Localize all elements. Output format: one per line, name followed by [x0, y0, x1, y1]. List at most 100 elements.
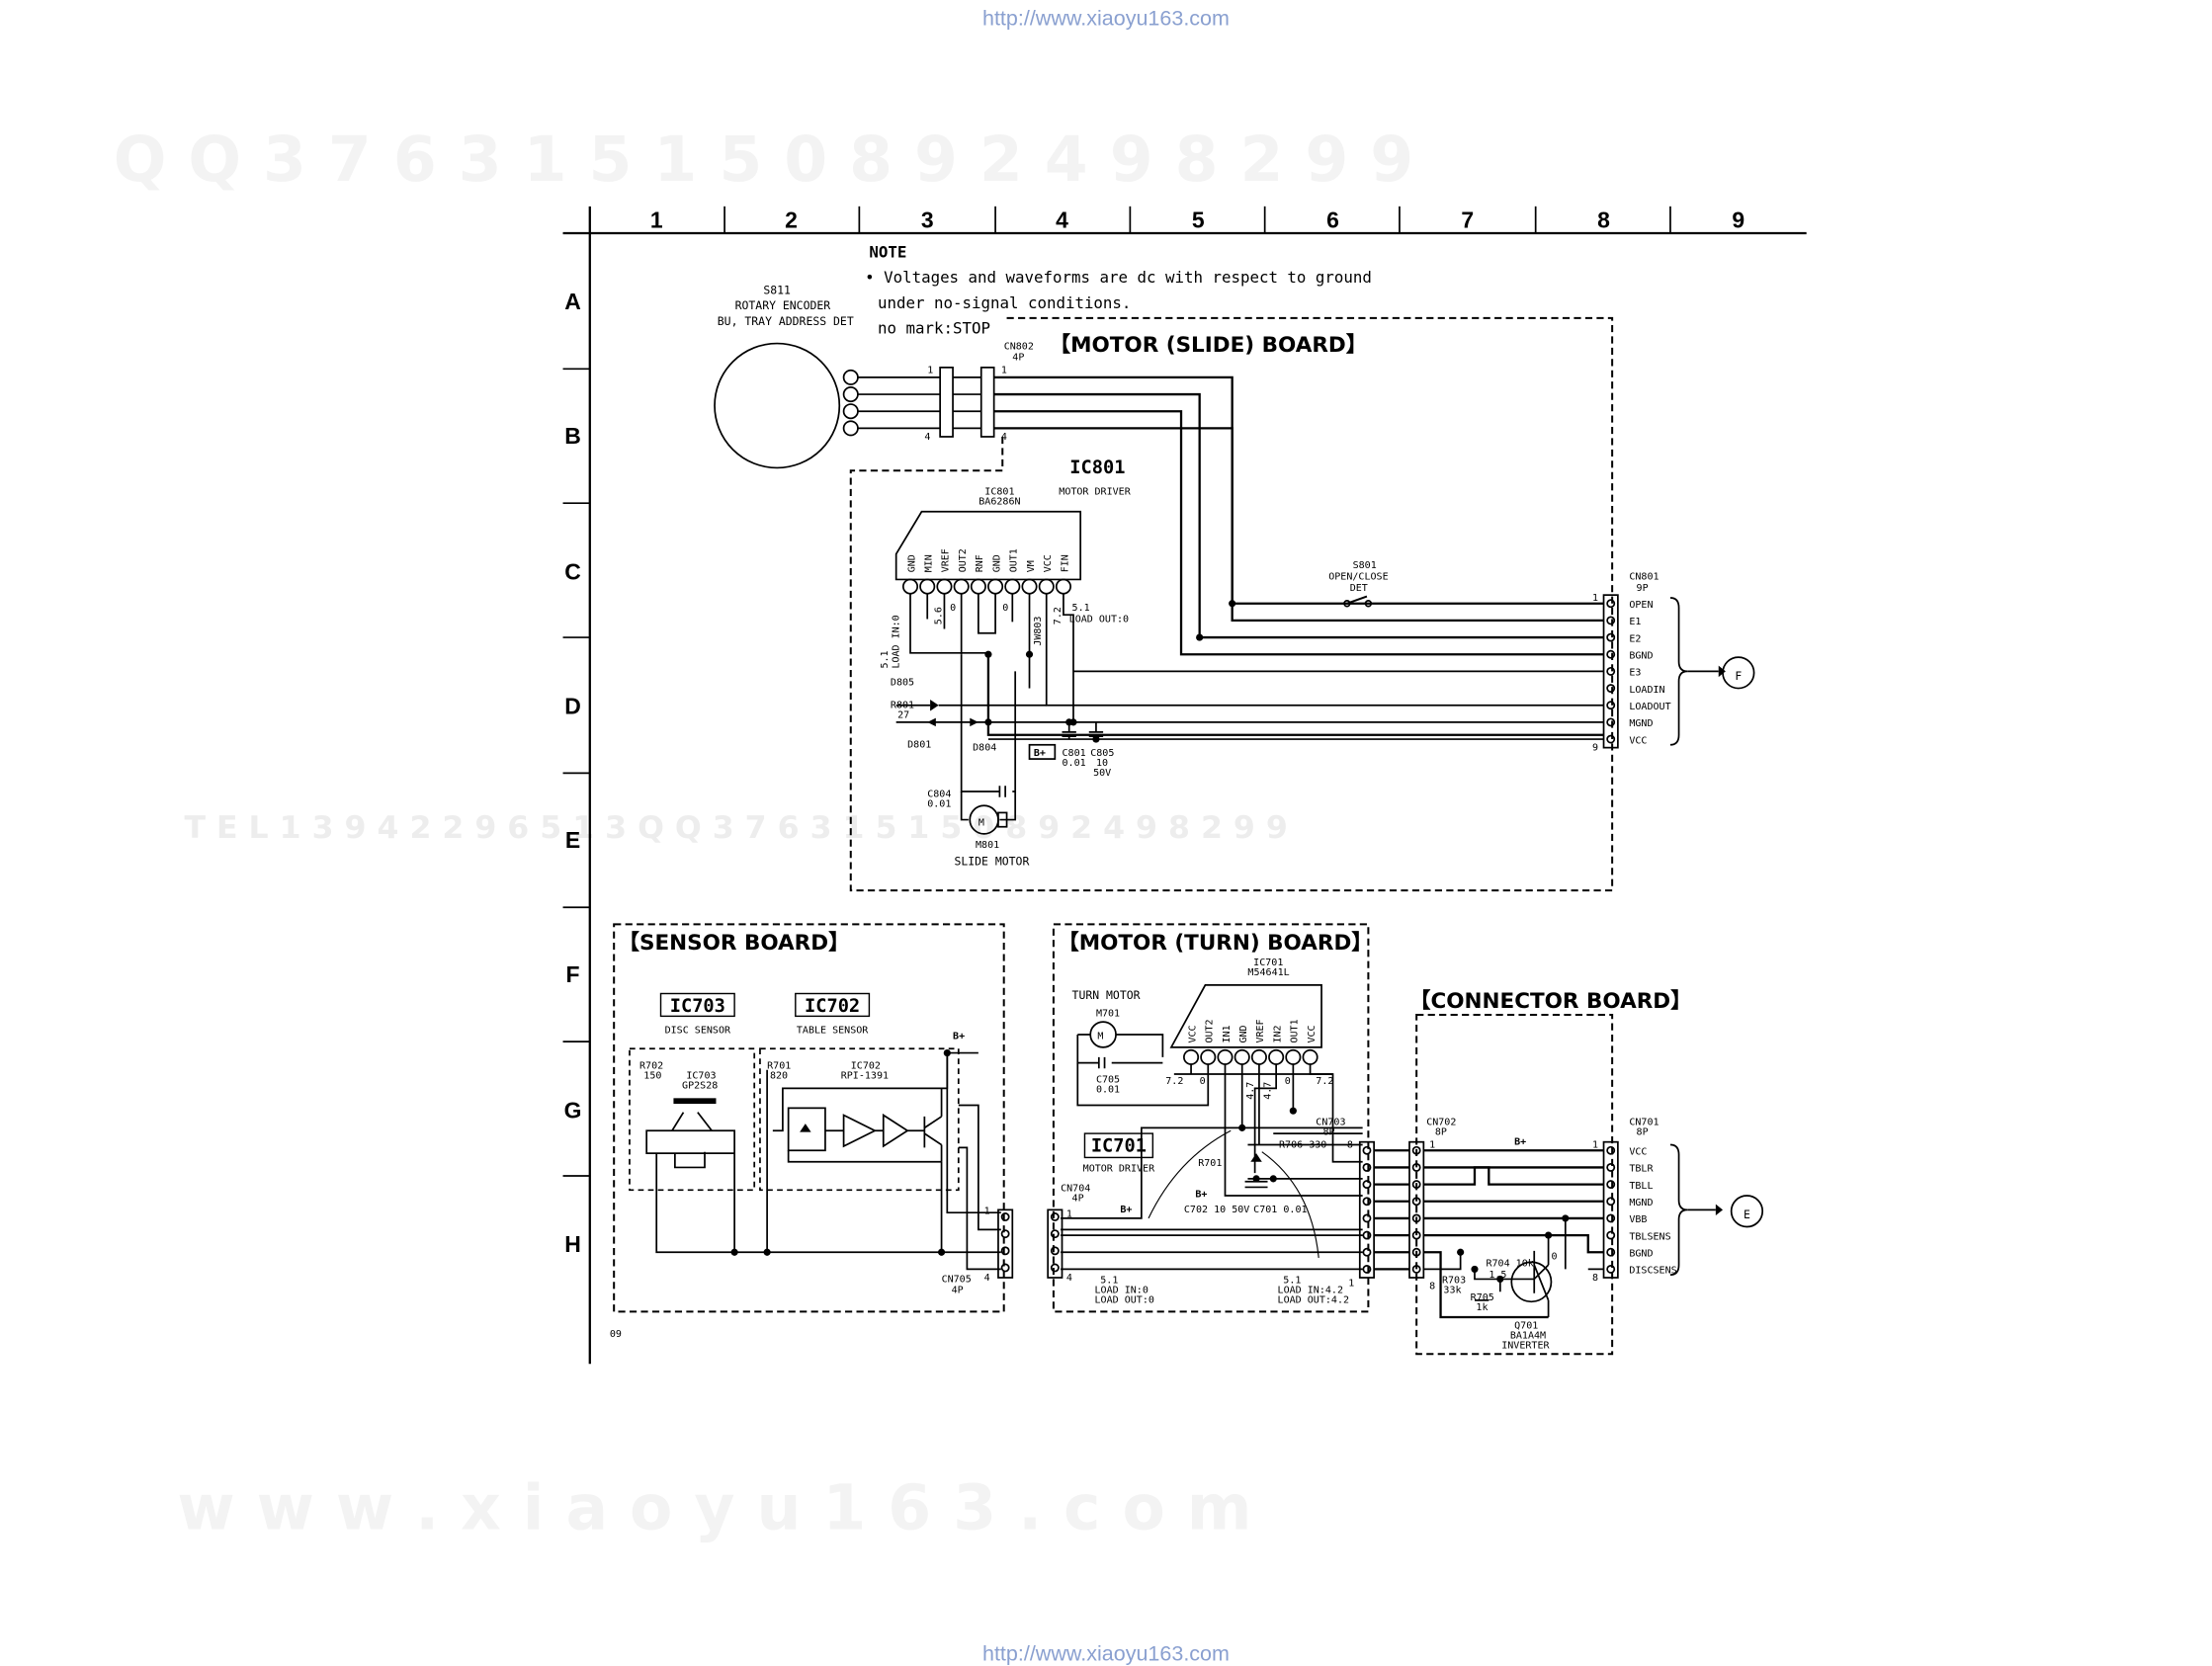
turn-motor-title: TURN MOTOR [1072, 988, 1141, 1002]
note-line-1: • Voltages and waveforms are dc with res… [865, 268, 1372, 287]
cn801-sig-e2: E2 [1629, 633, 1641, 644]
turn-load1-v: 5.1 [1100, 1276, 1118, 1287]
cn802-pin4-left: 4 [924, 432, 930, 443]
s801-ref: S801 [1353, 560, 1377, 571]
ic702-desc: TABLE SENSOR [797, 1026, 869, 1037]
cn702-pins: 8P [1435, 1127, 1447, 1138]
grid-col-6: 6 [1326, 207, 1339, 232]
ic801-pin-vcc: VCC [1043, 554, 1054, 572]
ic701-pin-vcc: VCC [1187, 1025, 1198, 1042]
motor-slide-board [714, 316, 1755, 892]
ic801-part: BA6286N [978, 497, 1020, 508]
q701-part: BA1A4M [1510, 1331, 1546, 1342]
connector-f-symbol [1722, 656, 1755, 690]
cn802-pins: 4P [1012, 353, 1024, 364]
cn702-pin8: 8 [1429, 1281, 1435, 1291]
c701-label: C701 0.01 [1253, 1205, 1307, 1215]
cn701-sig-bgnd: BGND [1629, 1249, 1653, 1260]
encoder-desc: BU, TRAY ADDRESS DET [718, 314, 854, 328]
slide-v51: 5.1 [880, 650, 891, 668]
slide-v0-b: 0 [1002, 603, 1008, 614]
cn802-socket [939, 367, 954, 438]
r705-value: 1k [1476, 1302, 1488, 1313]
turn-v72-b: 7.2 [1316, 1076, 1333, 1087]
ic801-pin-min: MIN [924, 554, 935, 572]
s801-desc2: DET [1350, 583, 1368, 594]
connector-e-symbol [1730, 1195, 1764, 1228]
q701-desc: INVERTER [1501, 1341, 1550, 1352]
cn801-sig-bgnd: BGND [1629, 651, 1653, 662]
cn802-pin1-right: 1 [1001, 366, 1007, 376]
turn-load2-in: LOAD IN:4.2 [1278, 1286, 1343, 1296]
cn801-sig-loadin: LOADIN [1629, 685, 1664, 696]
watermark-bottom: w w w . x i a o y u 1 6 3 . c o m [177, 1472, 1252, 1545]
cn701-pins: 8P [1637, 1127, 1649, 1138]
ic801-pin-out2: OUT2 [958, 548, 969, 572]
cn801-sig-e1: E1 [1629, 617, 1641, 627]
d801-label: D801 [907, 740, 931, 751]
m801-label: M801 [976, 840, 999, 851]
ic701-body [1169, 984, 1322, 1048]
r702-label: R702 [639, 1060, 663, 1071]
ic701-box-label: IC701 [1091, 1136, 1147, 1157]
r702-value: 150 [643, 1070, 661, 1081]
grid-col-5: 5 [1192, 207, 1205, 232]
connector-v0: 0 [1551, 1251, 1557, 1262]
note-line-2: under no-signal conditions. [878, 293, 1131, 312]
grid-col-9: 9 [1732, 207, 1744, 232]
ic701-pin-gnd: GND [1238, 1025, 1249, 1042]
cn801-sig-open: OPEN [1629, 600, 1653, 611]
r801-value: 27 [897, 710, 909, 721]
c801-label: C801 [1063, 748, 1086, 759]
grid-col-3: 3 [921, 207, 934, 232]
cn705-ref: CN705 [942, 1274, 972, 1285]
cn801-pin9: 9 [1592, 743, 1598, 754]
cn801-pin1: 1 [1592, 593, 1598, 604]
turn-v47-b: 4.7 [1262, 1082, 1273, 1100]
c805-value1: 10 [1096, 758, 1108, 769]
ic701-pin-out2: OUT2 [1205, 1019, 1216, 1042]
turn-v0-b: 0 [1285, 1076, 1291, 1087]
grid-row-b: B [564, 423, 581, 449]
turn-bplus-b: B+ [1120, 1205, 1132, 1215]
cn802-ref: CN802 [1004, 341, 1034, 352]
cn801-ref: CN801 [1629, 571, 1659, 582]
grid-frame [562, 206, 1807, 1365]
grid-col-7: 7 [1461, 207, 1474, 232]
cn801-sig-mgnd: MGND [1629, 718, 1653, 729]
ic703-box-label: IC703 [670, 996, 725, 1017]
ic801-ref: IC801 [984, 487, 1014, 498]
cn701-sig-discsens: DISCSENS [1629, 1266, 1676, 1277]
cn701-sig-vbb: VBB [1629, 1214, 1647, 1225]
connector-board [1374, 1013, 1764, 1356]
cn703-pin1: 1 [1348, 1279, 1354, 1290]
turn-v0-a: 0 [1200, 1076, 1206, 1087]
c705-value: 0.01 [1096, 1085, 1120, 1096]
cn705-pin1: 1 [984, 1207, 990, 1217]
cn703-pins: 8P [1322, 1127, 1334, 1138]
cn702-ref: CN702 [1426, 1118, 1456, 1128]
turn-load2-v: 5.1 [1283, 1276, 1301, 1287]
cn802-pin1-left: 1 [927, 366, 933, 376]
cn801-sig-loadout: LOADOUT [1629, 702, 1670, 712]
cn701-sig-tbll: TBLL [1629, 1181, 1653, 1192]
turn-bplus-a: B+ [1195, 1189, 1207, 1200]
connector-e-label: E [1744, 1208, 1750, 1221]
ic701-desc: MOTOR DRIVER [1083, 1164, 1155, 1175]
cn704-pin4: 4 [1066, 1273, 1072, 1284]
ic701-pin-in2: IN2 [1272, 1025, 1283, 1042]
connector-f-label: F [1735, 669, 1742, 683]
grid-row-d: D [564, 693, 581, 718]
c801-value: 0.01 [1063, 758, 1086, 769]
connector-bplus: B+ [1514, 1137, 1526, 1148]
q701-ref: Q701 [1514, 1320, 1538, 1331]
cn801-connector [1602, 594, 1619, 749]
turn-load1-out: LOAD OUT:0 [1095, 1295, 1154, 1306]
cn702-pin1: 1 [1429, 1139, 1435, 1150]
c705-label: C705 [1096, 1075, 1120, 1086]
sensor-bplus: B+ [953, 1031, 965, 1041]
cn701-sig-mgnd: MGND [1629, 1198, 1653, 1208]
note-title: NOTE [869, 242, 906, 261]
ic701-pin-out1: OUT1 [1290, 1019, 1301, 1042]
turn-load1-in: LOAD IN:0 [1095, 1286, 1149, 1296]
